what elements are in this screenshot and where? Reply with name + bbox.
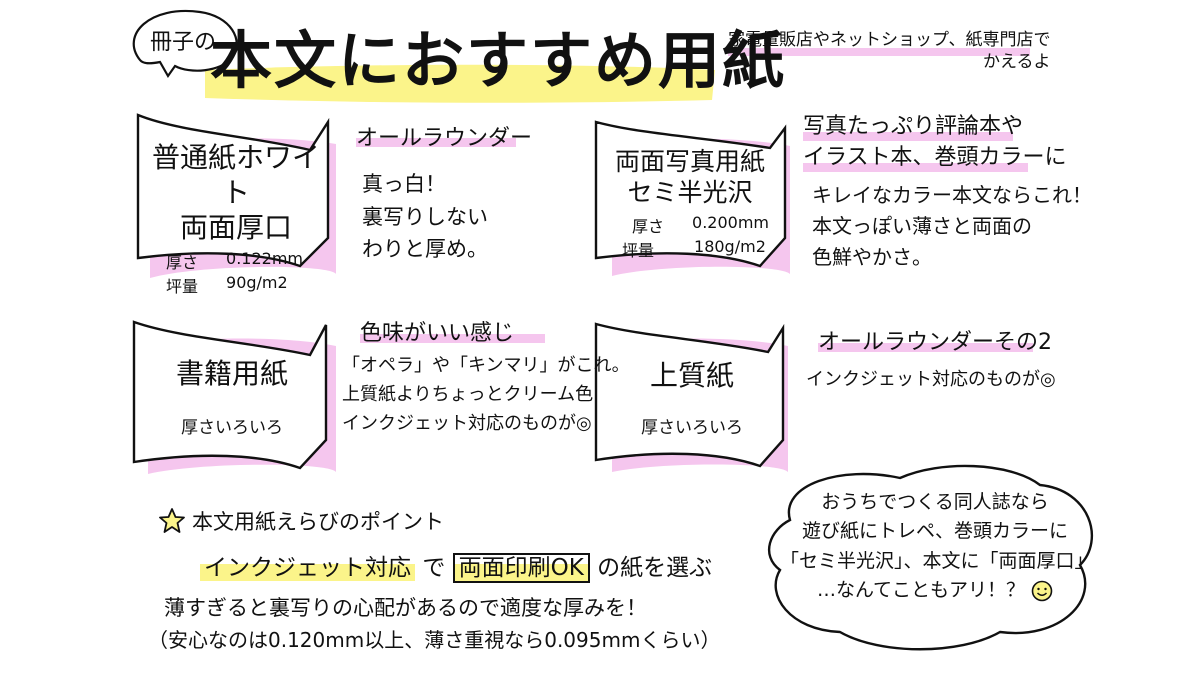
book-2 (594, 120, 790, 276)
cloud-line: 遊び紙にトレペ、巻頭カラーに (801, 520, 1068, 543)
book-3 (132, 320, 336, 474)
tag-hl-2a (803, 132, 1013, 141)
title-note-line1: 家電量販店やネットショップ、紙専門店で (728, 30, 1051, 50)
paper-1-weight-value: 90g/m2 (226, 273, 288, 292)
title-bubble (132, 9, 238, 79)
cloud-line: 「セミ半光沢」、本文に「両面厚口」 (780, 549, 1094, 572)
paper-4-desc-line: インクジェット対応のものが◎ (806, 369, 1056, 390)
paper-card-4: 上質紙 厚さいろいろ (602, 358, 782, 438)
paper-3-desc-line: 「オペラ」や「キンマリ」がこれ。 (342, 355, 630, 376)
point-heading: 本文用紙えらびのポイント (192, 510, 444, 534)
paper-1-thickness-label: 厚さ (166, 253, 199, 272)
tag-hl-2b (803, 163, 1028, 172)
book-1 (136, 113, 336, 278)
paper-card-3: 書籍用紙 厚さいろいろ (142, 356, 322, 438)
paper-4-sub: 厚さいろいろ (641, 418, 743, 438)
paper-2-weight: 坪量 180g/m2 (600, 237, 780, 261)
title-note: 家電量販店やネットショップ、紙専門店で かえるよ (728, 28, 1051, 75)
paper-4-name: 上質紙 (649, 359, 734, 392)
paper-2-name-line2: セミ半光沢 (627, 178, 753, 208)
point-hl-duplex: 両面印刷OK (452, 553, 590, 583)
paper-1-thickness-value: 0.122mm (226, 249, 303, 268)
cloud-bubble (768, 464, 1094, 651)
page-title: 本文におすすめ用紙 (210, 24, 787, 97)
paper-2-weight-value: 180g/m2 (694, 236, 766, 256)
tag-hl-3 (360, 334, 545, 343)
paper-1-desc-line: 裏写りしない (362, 204, 488, 229)
title-highlight (205, 64, 715, 103)
paper-1-desc-line: 真っ白！ (362, 172, 446, 196)
paper-2-weight-label: 坪量 (622, 240, 655, 260)
point-line-3: （安心なのは0.120mm以上、薄さ重視なら0.095mmくらい） (148, 628, 721, 652)
paper-3-tag: 色味がいい感じ (360, 321, 515, 346)
paper-1-thickness: 厚さ 0.122mm (146, 249, 326, 273)
paper-2-thickness-label: 厚さ (632, 216, 665, 236)
paper-1-desc-line: わりと厚め。 (362, 237, 488, 262)
paper-card-2: 両面写真用紙 セミ半光沢 厚さ 0.200mm 坪量 180g/m2 (600, 146, 780, 261)
paper-card-1: 普通紙ホワイト 両面厚口 厚さ 0.122mm 坪量 90g/m2 (146, 140, 326, 297)
paper-1-tag: オールラウンダー (356, 126, 533, 151)
paper-2-desc-line: 色鮮やかさ。 (812, 245, 932, 269)
paper-3-name: 書籍用紙 (175, 357, 288, 390)
tag-hl-4 (818, 343, 1033, 352)
point-hl-inkjet: インクジェット対応 (200, 555, 415, 581)
paper-2-desc-line: キレイなカラー本文ならこれ！ (812, 183, 1092, 207)
paper-2-thickness: 厚さ 0.200mm (600, 213, 780, 237)
point-heading-row: 本文用紙えらびのポイント (158, 506, 444, 536)
title-note-line2: かえるよ (983, 51, 1051, 72)
paper-1-weight: 坪量 90g/m2 (146, 273, 326, 297)
star-icon (159, 508, 185, 533)
note-highlight (728, 48, 1030, 56)
paper-1-name-line1: 普通紙ホワイト (151, 141, 320, 209)
paper-2-name-line1: 両面写真用紙 (614, 147, 765, 176)
title-bubble-label: 冊子の (150, 30, 217, 55)
cloud-bubble-text: おうちでつくる同人誌なら 遊び紙にトレペ、巻頭カラーに 「セミ半光沢」、本文に「… (780, 488, 1094, 606)
paper-1-name-line2: 両面厚口 (179, 211, 292, 244)
point-mid: で (422, 555, 446, 581)
paper-2-desc: キレイなカラー本文ならこれ！ 本文っぽい薄さと両面の 色鮮やかさ。 (812, 180, 1092, 273)
paper-2-tag-line2: イラスト本、巻頭カラーに (803, 144, 1067, 170)
cloud-line-last: …なんてこともアリ！？ (780, 576, 1090, 605)
paper-2-desc-line: 本文っぽい薄さと両面の (812, 214, 1032, 238)
smiley-icon (1031, 580, 1053, 602)
tag-hl-1 (356, 138, 516, 147)
paper-2-tag: 写真たっぷり評論本や イラスト本、巻頭カラーに (803, 112, 1067, 174)
cloud-line: …なんてこともアリ！？ (816, 579, 1026, 602)
cloud-line: おうちでつくる同人誌なら (821, 491, 1049, 513)
point-line-2: 薄すぎると裏写りの心配があるので適度な厚みを！ (164, 596, 647, 620)
paper-1-desc: 真っ白！ 裏写りしない わりと厚め。 (362, 168, 488, 266)
paper-3-desc-line: インクジェット対応のものが◎ (342, 412, 592, 434)
paper-4-tag: オールラウンダーその2 (818, 330, 1052, 355)
paper-3-sub: 厚さいろいろ (181, 418, 283, 438)
point-line-1: インクジェット対応 で 両面印刷OK の紙を選ぶ (200, 548, 713, 583)
paper-3-desc: 「オペラ」や「キンマリ」がこれ。 上質紙よりちょっとクリーム色 インクジェット対… (342, 352, 630, 438)
paper-2-thickness-value: 0.200mm (692, 212, 769, 232)
paper-4-desc: インクジェット対応のものが◎ (806, 366, 1056, 395)
book-4 (594, 322, 788, 472)
point-end: の紙を選ぶ (597, 555, 713, 581)
paper-2-tag-line1: 写真たっぷり評論本や (803, 114, 1024, 139)
paper-1-weight-label: 坪量 (166, 277, 199, 296)
paper-3-desc-line: 上質紙よりちょっとクリーム色 (342, 383, 594, 405)
